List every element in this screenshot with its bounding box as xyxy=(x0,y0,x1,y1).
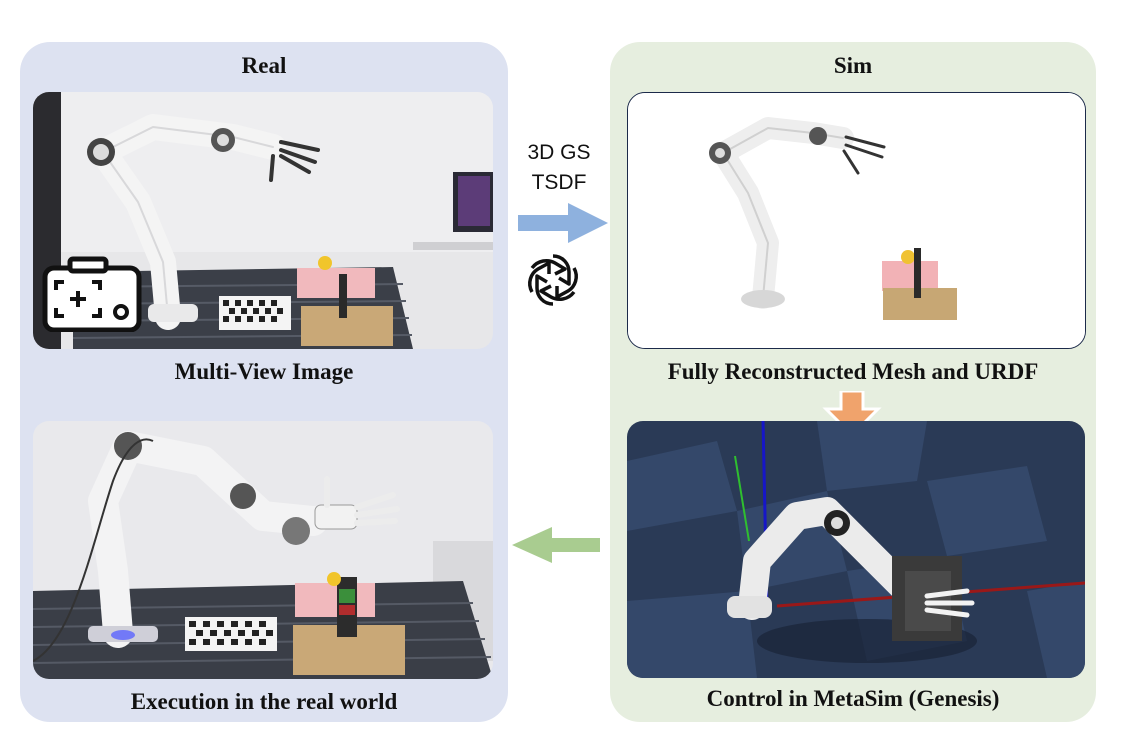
multi-view-image xyxy=(33,92,493,349)
camera-icon xyxy=(42,256,142,333)
reconstructed-mesh-image xyxy=(627,92,1086,349)
sim-title: Sim xyxy=(833,53,873,78)
execution-caption: Execution in the real world xyxy=(130,689,398,714)
multi-view-image-caption: Multi-View Image xyxy=(174,359,354,384)
metasim-caption: Control in MetaSim (Genesis) xyxy=(706,686,1000,711)
arrow-right-icon xyxy=(518,203,610,243)
method-label-3dgs: 3D GS xyxy=(527,141,591,164)
execution-image xyxy=(33,421,493,679)
arrow-left-icon xyxy=(512,527,600,563)
openai-logo-icon xyxy=(523,250,583,310)
metasim-control-image xyxy=(627,421,1085,678)
real-title: Real xyxy=(241,53,287,78)
mesh-urdf-caption: Fully Reconstructed Mesh and URDF xyxy=(667,359,1039,384)
method-label-tsdf: TSDF xyxy=(531,171,587,194)
